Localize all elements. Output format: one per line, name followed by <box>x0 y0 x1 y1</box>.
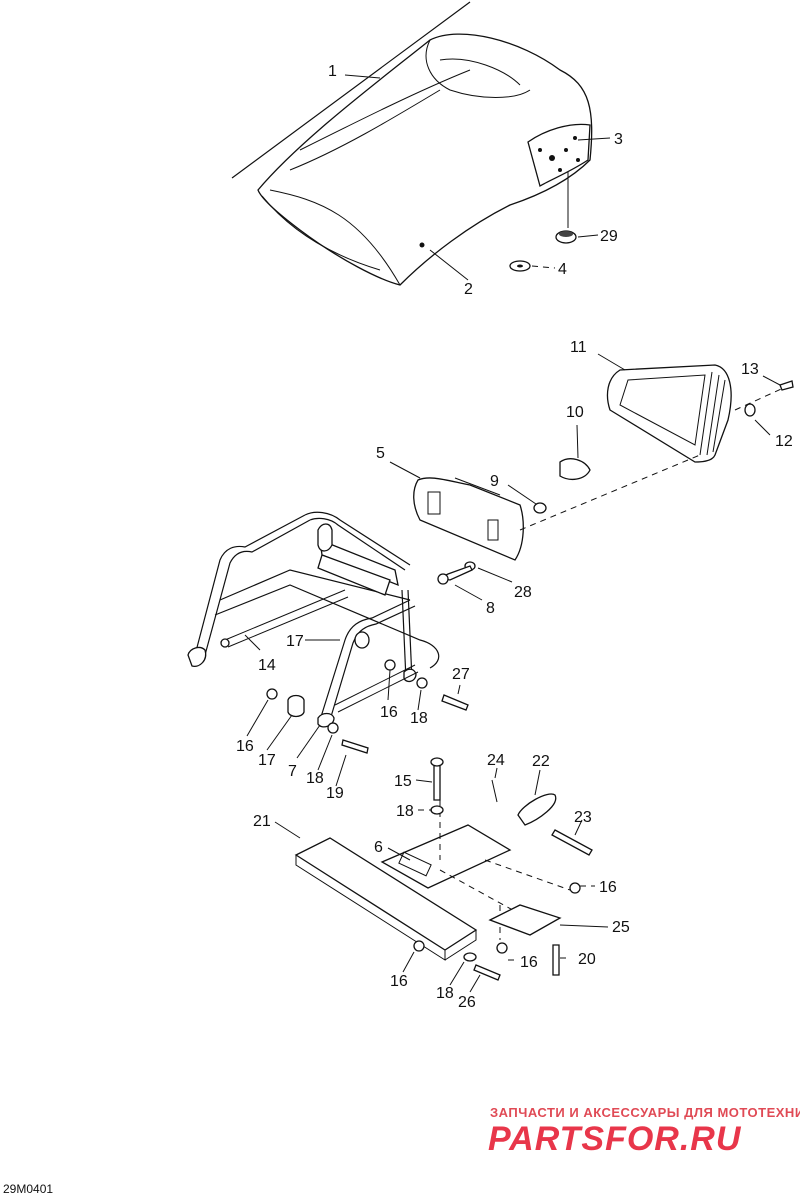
callout-29: 29 <box>600 228 618 245</box>
diagram-code: 29M0401 <box>3 1182 53 1196</box>
callout-25: 25 <box>612 919 630 936</box>
callout-1: 1 <box>328 63 337 80</box>
watermark: ЗАПЧАСТИ И АКСЕССУАРЫ ДЛЯ МОТОТЕХНИКИ PA… <box>488 1105 800 1158</box>
callout-2: 2 <box>464 281 473 298</box>
callout-24: 24 <box>487 752 505 769</box>
callout-4: 4 <box>558 261 567 278</box>
callout-18-bracket: 18 <box>396 803 414 820</box>
callout-27: 27 <box>452 666 470 683</box>
callout-18-left: 18 <box>306 770 324 787</box>
callout-20: 20 <box>578 951 596 968</box>
callout-18-rack: 18 <box>410 710 428 727</box>
callout-22: 22 <box>532 753 550 770</box>
callout-8: 8 <box>486 600 495 617</box>
callout-16-rack: 16 <box>380 704 398 721</box>
callout-labels: 1 2 3 29 4 11 13 10 12 5 9 28 8 17 14 27… <box>236 63 793 1011</box>
callout-16-right: 16 <box>599 879 617 896</box>
callout-18-plate: 18 <box>436 985 454 1002</box>
callout-17-upper: 17 <box>286 633 304 650</box>
rack-frame <box>187 511 469 754</box>
leader-lines <box>244 74 781 993</box>
callout-16-left: 16 <box>236 738 254 755</box>
callout-14: 14 <box>258 657 276 674</box>
callout-19: 19 <box>326 785 344 802</box>
callout-26: 26 <box>458 994 476 1011</box>
grommet-part <box>555 172 577 244</box>
washer-part <box>509 260 531 272</box>
callout-23: 23 <box>574 809 592 826</box>
callout-12: 12 <box>775 433 793 450</box>
callout-16-plate: 16 <box>390 973 408 990</box>
callout-7: 7 <box>288 763 297 780</box>
callout-6: 6 <box>374 839 383 856</box>
watermark-tagline: ЗАПЧАСТИ И АКСЕССУАРЫ ДЛЯ МОТОТЕХНИКИ <box>490 1105 800 1120</box>
callout-9: 9 <box>490 473 499 490</box>
watermark-brand: PARTSFOR.RU <box>488 1120 742 1158</box>
callout-3: 3 <box>614 131 623 148</box>
callout-11: 11 <box>570 339 587 356</box>
tail-light-assembly <box>413 364 794 585</box>
callout-13: 13 <box>741 361 759 378</box>
callout-21: 21 <box>253 813 271 830</box>
callout-10: 10 <box>566 404 584 421</box>
callout-5: 5 <box>376 445 385 462</box>
callout-16-bottom: 16 <box>520 954 538 971</box>
callout-15: 15 <box>394 773 412 790</box>
mounting-bracket-assembly <box>294 757 593 981</box>
callout-17-lower: 17 <box>258 752 276 769</box>
seat-assembly <box>231 1 593 286</box>
callout-28: 28 <box>514 584 532 601</box>
